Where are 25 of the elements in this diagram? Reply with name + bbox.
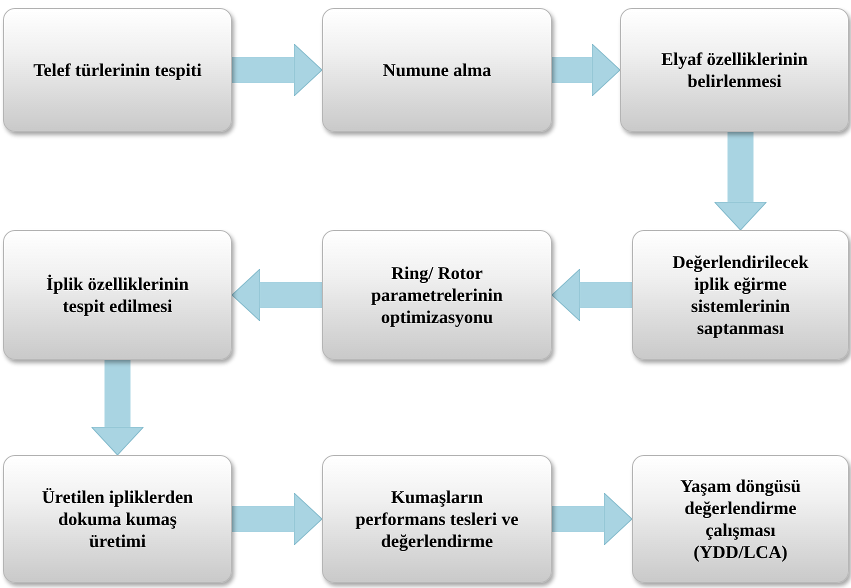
block-arrow <box>552 268 632 322</box>
process-box <box>322 455 552 583</box>
process-box <box>620 8 849 132</box>
block-arrow <box>552 492 632 546</box>
step-text: Numune alma <box>382 59 492 81</box>
block-arrow <box>232 44 322 96</box>
process-box <box>3 230 232 360</box>
process-box <box>3 8 232 132</box>
process-box <box>322 230 552 360</box>
block-arrow <box>552 44 620 96</box>
block-arrow <box>714 132 767 230</box>
step-text: Üretilen ipliklerden dokuma kumaş üretimi <box>40 486 194 552</box>
process-box <box>632 455 849 583</box>
step-text: İplik özelliklerinin tespit edilmesi <box>45 273 190 317</box>
step-text: Telef türlerinin tespiti <box>33 59 202 81</box>
step-text: Ring/ Rotor parametrelerinin optimizasyonu <box>370 262 504 328</box>
step-text: Yaşam döngüsü değerlendirme çalışması (YDD/LCA) <box>679 475 802 563</box>
process-box <box>3 455 232 583</box>
step-text: Kumaşların performans tesleri ve değerlendirme <box>354 486 520 552</box>
block-arrow <box>232 492 322 546</box>
process-box <box>322 8 552 132</box>
block-arrow <box>91 360 144 456</box>
step-text: Elyaf özelliklerinin belirlenmesi <box>660 48 809 92</box>
step-text: Değerlendirilecek iplik eğirme sistemlerinin saptanması <box>672 251 810 339</box>
process-box <box>632 230 849 360</box>
